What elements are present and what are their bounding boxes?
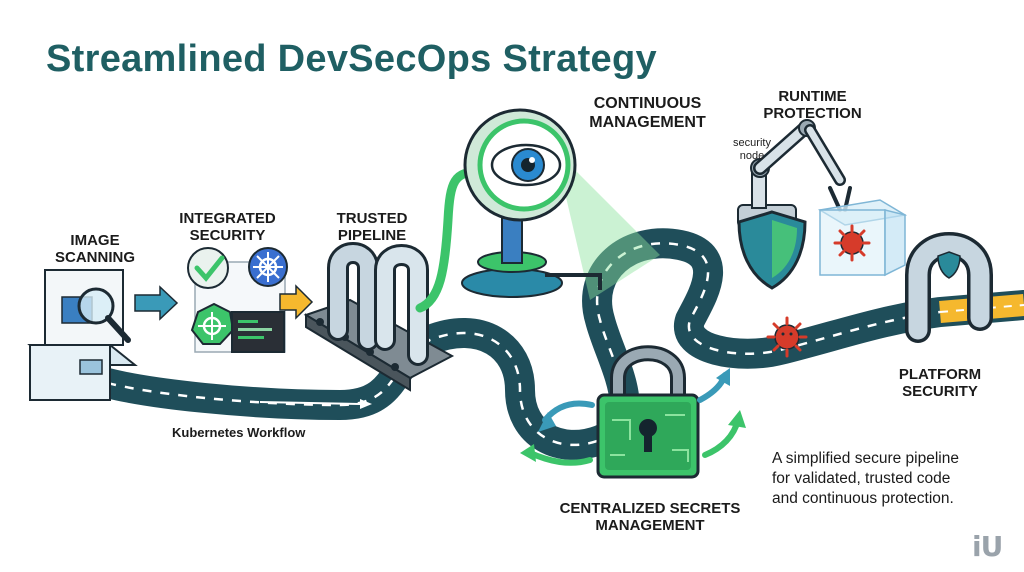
security-cube (820, 200, 905, 275)
brand-logo: iU (972, 530, 1002, 563)
eye-icon (462, 110, 575, 297)
terminal-icon (232, 312, 284, 352)
flow-arrow-icon (135, 287, 177, 319)
label-kubernetes-workflow: Kubernetes Workflow (172, 425, 305, 440)
padlock-icon (598, 353, 698, 477)
virus-icon (768, 318, 806, 356)
shield-icon (739, 212, 805, 288)
checkmark-icon (188, 248, 228, 288)
virus-icon (835, 226, 869, 260)
integrated-security-panel (188, 248, 287, 352)
trusted-pipeline-conveyor (306, 253, 452, 390)
kubernetes-helm-icon (249, 248, 287, 286)
